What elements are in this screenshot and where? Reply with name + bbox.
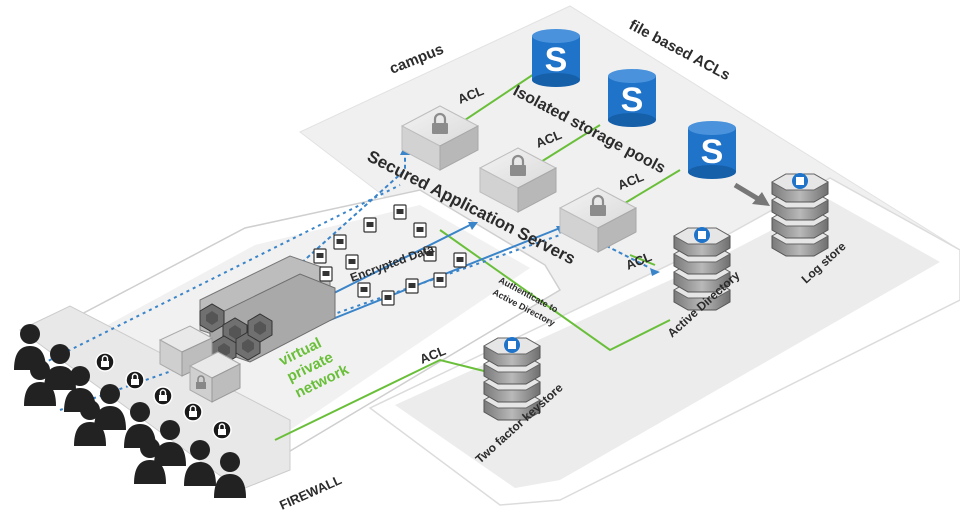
database-icon-glyph — [796, 177, 804, 185]
arrow-to-log-store — [733, 182, 770, 206]
lock-badge-icon — [212, 420, 232, 440]
lock-icon — [510, 154, 526, 176]
arrow-head — [650, 268, 660, 276]
file-icon — [357, 282, 371, 298]
green-connections — [274, 69, 681, 441]
firewall-label: FIREWALL — [277, 472, 344, 513]
gateway-box-2 — [188, 351, 242, 403]
file-icon — [381, 290, 395, 306]
lock-badge-icon — [125, 370, 145, 390]
lock-icon — [590, 194, 606, 216]
lock-badge-icon — [95, 352, 115, 372]
file-icon — [333, 234, 347, 250]
app-server-3 — [558, 187, 638, 253]
file-icon — [433, 272, 447, 288]
storage-s-icon: S — [621, 81, 644, 119]
storage-pool-2: S — [608, 69, 656, 127]
arrow-head — [468, 222, 478, 230]
app-server-2 — [478, 147, 558, 213]
file-icon — [313, 248, 327, 264]
active-directory-db — [672, 227, 732, 311]
app-server-1 — [400, 105, 480, 171]
storage-pool-1: S — [532, 29, 580, 87]
file-icon — [393, 204, 407, 220]
file-icon — [453, 252, 467, 268]
vpn-cluster-icon — [199, 255, 336, 365]
lock-badge-icon — [183, 402, 203, 422]
database-icon-glyph — [698, 231, 706, 239]
file-icon — [413, 222, 427, 238]
file-icon — [405, 278, 419, 294]
storage-s-icon: S — [701, 133, 724, 171]
lock-icon — [432, 112, 448, 134]
file-icon — [345, 254, 359, 270]
lock-badge-icon — [153, 386, 173, 406]
file-icon — [319, 266, 333, 282]
lock-icon — [196, 375, 206, 389]
log-store-db — [770, 173, 830, 257]
storage-pool-3: S — [688, 121, 736, 179]
database-icon-glyph — [508, 341, 516, 349]
two-factor-keystore-db — [482, 337, 542, 421]
storage-s-icon: S — [545, 41, 568, 79]
file-icon — [363, 217, 377, 233]
